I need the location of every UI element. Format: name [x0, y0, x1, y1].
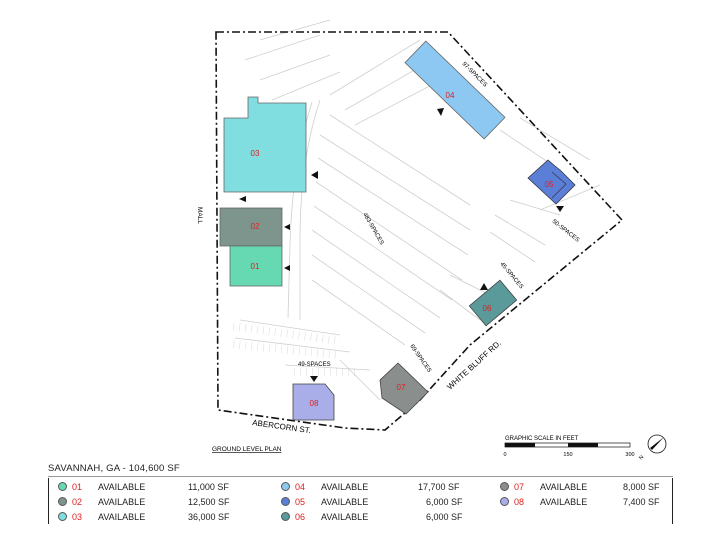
legend-item-08[interactable]: 08 AVAILABLE 7,400 SF	[500, 495, 670, 510]
swatch-01	[58, 482, 67, 491]
legend-number: 08	[514, 497, 525, 507]
building-04-footprint	[404, 40, 506, 140]
white-bluff-road-label: WHITE BLUFF RD.	[445, 338, 503, 391]
legend-item-01[interactable]: 01 AVAILABLE 11,000 SF	[58, 480, 238, 495]
building-03-label: 03	[251, 149, 260, 158]
legend-item-05[interactable]: 05 AVAILABLE 6,000 SF	[281, 495, 463, 510]
building-08[interactable]: 08	[292, 383, 335, 421]
legend-number: 07	[514, 482, 525, 492]
legend-item-02[interactable]: 02 AVAILABLE 12,500 SF	[58, 495, 238, 510]
legend-title: SAVANNAH, GA - 104,600 SF	[48, 463, 180, 474]
building-03-footprint	[223, 96, 307, 193]
legend-column-1: 01 AVAILABLE 11,000 SF 02 AVAILABLE 12,5…	[58, 480, 238, 525]
site-plan-map: 03 02 01 04 05 06 07 08 MALL	[196, 19, 667, 460]
entrance-markers	[239, 108, 564, 382]
building-03[interactable]: 03	[223, 96, 307, 193]
building-04-label: 04	[446, 91, 455, 100]
graphic-scale: GRAPHIC SCALE IN FEET 0 150 300	[503, 436, 634, 458]
building-01-label: 01	[251, 262, 260, 271]
swatch-03	[58, 512, 67, 521]
parking-field	[234, 19, 601, 401]
scale-tick-0: 0	[503, 452, 506, 458]
legend-item-03[interactable]: 03 AVAILABLE 36,000 SF	[58, 510, 238, 525]
building-02[interactable]: 02	[219, 207, 283, 247]
legend-size: 11,000 SF	[188, 482, 229, 492]
legend-column-3: 07 AVAILABLE 8,000 SF 08 AVAILABLE 7,400…	[500, 480, 670, 510]
legend-number: 06	[295, 512, 306, 522]
legend-item-06[interactable]: 06 AVAILABLE 6,000 SF	[281, 510, 463, 525]
north-arrow-icon: N	[638, 434, 667, 460]
swatch-04	[281, 482, 290, 491]
building-08-footprint	[292, 383, 335, 421]
parking-stalls	[230, 322, 360, 376]
legend-status: AVAILABLE	[540, 497, 588, 507]
legend-size: 8,000 SF	[623, 482, 660, 492]
building-02-label: 02	[251, 222, 260, 231]
legend-status: AVAILABLE	[540, 482, 588, 492]
legend-column-2: 04 AVAILABLE 17,700 SF 05 AVAILABLE 6,00…	[281, 480, 463, 525]
building-05-footprint	[527, 159, 576, 205]
legend-item-07[interactable]: 07 AVAILABLE 8,000 SF	[500, 480, 670, 495]
swatch-06	[281, 512, 290, 521]
legend-status: AVAILABLE	[98, 512, 146, 522]
legend-number: 02	[72, 497, 83, 507]
legend-size: 12,500 SF	[188, 497, 230, 507]
parking-49-label: 49-SPACES	[298, 362, 331, 368]
legend-number: 04	[295, 482, 306, 492]
swatch-08	[500, 497, 509, 506]
swatch-05	[281, 497, 290, 506]
building-06-label: 06	[483, 304, 492, 313]
swatch-07	[500, 482, 509, 491]
building-04[interactable]: 04	[404, 40, 506, 140]
ground-level-plan-caption: GROUND LEVEL PLAN	[212, 446, 282, 453]
mall-label: MALL	[196, 207, 203, 224]
legend-item-04[interactable]: 04 AVAILABLE 17,700 SF	[281, 480, 461, 495]
legend-number: 05	[295, 497, 306, 507]
building-07-label: 07	[397, 383, 406, 392]
legend-number: 01	[72, 482, 83, 492]
north-label: N	[638, 454, 645, 460]
building-07-footprint	[379, 362, 429, 415]
swatch-02	[58, 497, 67, 506]
building-06-footprint	[468, 279, 518, 327]
legend-size: 7,400 SF	[623, 497, 660, 507]
building-06[interactable]: 06	[468, 279, 518, 327]
legend-status: AVAILABLE	[98, 482, 146, 492]
legend-size: 17,700 SF	[418, 482, 460, 492]
legend-status: AVAILABLE	[321, 512, 369, 522]
scale-tick-150: 150	[563, 452, 572, 458]
legend-status: AVAILABLE	[98, 497, 146, 507]
building-08-label: 08	[310, 399, 319, 408]
legend-number: 03	[72, 512, 83, 522]
building-02-footprint	[219, 207, 283, 247]
legend-size: 6,000 SF	[426, 512, 463, 522]
building-07[interactable]: 07	[379, 362, 429, 415]
scale-tick-300: 300	[625, 452, 634, 458]
legend-size: 36,000 SF	[188, 512, 230, 522]
legend: 01 AVAILABLE 11,000 SF 02 AVAILABLE 12,5…	[48, 476, 673, 524]
abercorn-street-label: ABERCORN ST.	[252, 418, 312, 435]
parking-50-label: 50-SPACES	[551, 219, 580, 244]
building-05[interactable]: 05	[527, 159, 576, 205]
building-01[interactable]: 01	[229, 245, 283, 287]
legend-status: AVAILABLE	[321, 497, 369, 507]
legend-status: AVAILABLE	[321, 482, 369, 492]
scale-title: GRAPHIC SCALE IN FEET	[505, 436, 579, 442]
building-05-outline	[551, 171, 567, 199]
legend-size: 6,000 SF	[426, 497, 463, 507]
building-05-label: 05	[545, 180, 554, 189]
building-01-footprint	[229, 245, 283, 287]
parking-69-label: 69-SPACES	[408, 344, 432, 374]
